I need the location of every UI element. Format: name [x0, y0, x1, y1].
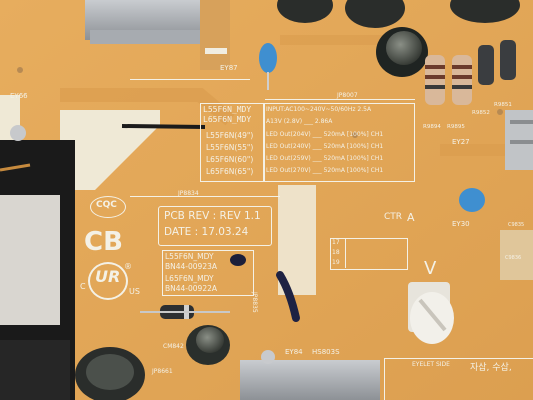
ul-glyph: UR: [95, 267, 121, 286]
spec-row-1: LED Out(204V) ___ 520mA [100%] CH1: [266, 131, 384, 138]
spec-row-2: LED Out(240V) ___ 520mA [100%] CH1: [266, 143, 384, 150]
part-model-1: L55F6N_MDY: [165, 252, 214, 261]
cb-mark: CB: [84, 227, 123, 257]
jp8007-line: [265, 99, 415, 100]
part-number-box: [162, 250, 254, 296]
ref-ey27: EY27: [452, 138, 470, 146]
jp8834-line: [130, 196, 280, 197]
ul-mark: [88, 262, 128, 300]
model-row-2: L55F6N(55"): [206, 143, 254, 152]
ref-r9894: R9894: [423, 124, 441, 130]
ul-us: US: [129, 287, 140, 296]
ul-c: C: [80, 282, 86, 291]
grid-17: 17: [332, 239, 340, 246]
korean-text: 자삽, 수삽,: [470, 363, 512, 373]
cqc-label: CQC: [96, 200, 117, 210]
ref-ey87: EY87: [220, 64, 238, 72]
ref-hs803s: HS803S: [312, 348, 340, 356]
part-code-2: BN44-00922A: [165, 284, 217, 293]
model-row-4: L65F6N(65"): [206, 167, 254, 176]
ref-ey84: EY84: [285, 348, 303, 356]
grid-19: 19: [332, 259, 340, 266]
ref-c9836: C9836: [505, 255, 522, 261]
ref-jp8835: JP8835: [251, 292, 258, 313]
spec-row-4: LED Out(270V) ___ 520mA [100%] CH1: [266, 167, 384, 174]
pcb-date: DATE : 17.03.24: [164, 226, 249, 238]
eyelet-box: [384, 358, 533, 400]
ref-a: A: [407, 211, 415, 224]
model-row-1: L55F6N(49"): [206, 131, 254, 140]
ref-jp8007: JP8007: [337, 92, 358, 99]
ref-jp8834: JP8834: [178, 190, 199, 197]
spec-row-3: LED Out(259V) ___ 520mA [100%] CH1: [266, 155, 384, 162]
model-table: [200, 103, 265, 182]
ey87-line: [130, 79, 250, 80]
grid-divider: [345, 238, 346, 268]
model-header-1: L55F6N_MDY: [203, 105, 252, 114]
model-header-2: L65F6N_MDY: [203, 115, 252, 124]
ref-ctr: CTR: [384, 212, 403, 222]
ref-r9895: R9895: [447, 124, 465, 130]
ref-jp8661: JP8661: [152, 368, 173, 375]
part-model-2: L65F6N_MDY: [165, 274, 214, 283]
grid-table: [330, 238, 408, 270]
pcb-rev: PCB REV : REV 1.1: [164, 210, 261, 222]
ref-r9851: R9851: [494, 102, 512, 108]
spec-table: [263, 103, 415, 182]
ref-c9835: C9835: [508, 222, 525, 228]
eyelet-side: EYELET SIDE: [412, 361, 450, 368]
ul-r: ®: [124, 262, 132, 271]
part-code-1: BN44-00923A: [165, 262, 217, 271]
ref-ey30: EY30: [452, 220, 470, 228]
ref-ey66: EY66: [10, 92, 28, 100]
ref-v: V: [424, 258, 437, 279]
spec-a13v: A13V (2.8V) ___ 2.86A: [266, 118, 333, 125]
cqc-mark: [90, 196, 126, 218]
spec-input: INPUT:AC100~240V~50/60Hz 2.5A: [266, 106, 372, 113]
ref-r9852: R9852: [472, 110, 490, 116]
model-row-3: L65F6N(60"): [206, 155, 254, 164]
ref-cm842: CM842: [163, 343, 184, 350]
grid-18: 18: [332, 249, 340, 256]
pcb-rev-box: [158, 206, 272, 246]
